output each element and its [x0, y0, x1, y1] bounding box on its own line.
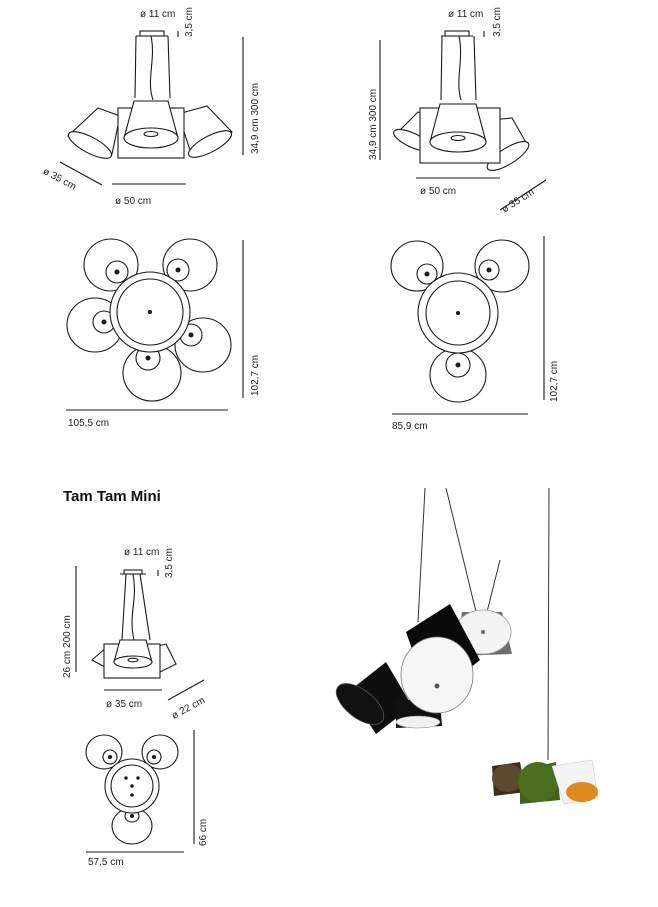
elevation-mini — [75, 566, 205, 701]
mini-shade-large: ø 35 cm — [106, 699, 143, 710]
b-plan-width: 85,9 cm — [392, 421, 428, 432]
mini-drop-height: 26 cm 200 cm — [62, 615, 73, 678]
mini-plan-height: 66 cm — [198, 818, 209, 846]
b-shade-large: ø 50 cm — [420, 186, 457, 197]
elevation-a — [59, 30, 244, 186]
b-canopy-height: 3,5 cm — [492, 6, 503, 37]
mini-plan-width: 57,5 cm — [88, 857, 124, 868]
b-plan-height: 102,7 cm — [549, 360, 560, 402]
plan-mini — [85, 730, 195, 853]
mini-canopy-diameter: ø 11 cm — [124, 547, 160, 558]
a-plan-height: 102,7 cm — [250, 354, 261, 396]
plan-a — [66, 238, 244, 411]
a-drop-height: 34,9 cm 300 cm — [250, 82, 261, 154]
a-shade-large: ø 50 cm — [115, 196, 152, 207]
a-plan-width: 105,5 cm — [68, 418, 110, 429]
product-photo — [335, 487, 599, 805]
elevation-b — [379, 30, 547, 211]
b-drop-height: 34,9 cm 300 cm — [368, 88, 379, 160]
mini-canopy-height: 3,5 cm — [164, 547, 175, 578]
mini-title: Tam Tam Mini — [63, 488, 161, 505]
a-canopy-diameter: ø 11 cm — [140, 9, 176, 20]
b-canopy-diameter: ø 11 cm — [448, 9, 484, 20]
a-canopy-height: 3,5 cm — [184, 6, 195, 37]
plan-b — [390, 236, 545, 415]
